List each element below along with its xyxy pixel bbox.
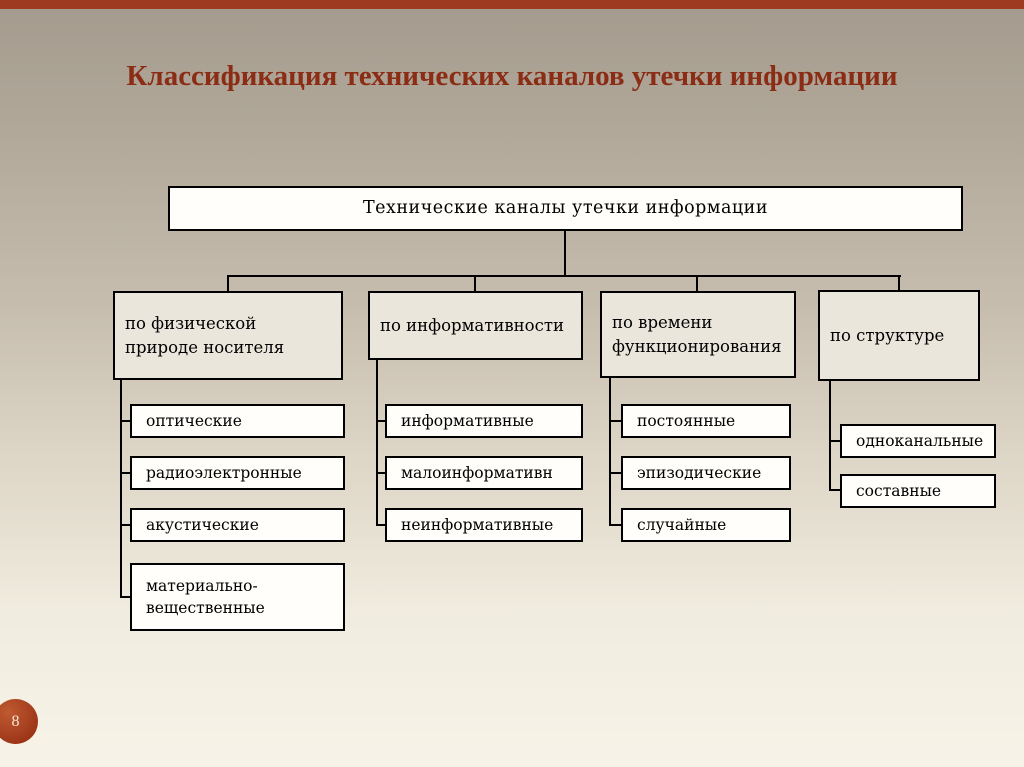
- category-informativeness: по информативности: [368, 291, 583, 360]
- connector-line: [376, 524, 385, 526]
- node-non-informative: неинформативные: [385, 508, 583, 542]
- connector-line: [227, 275, 901, 277]
- node-permanent: постоянные: [621, 404, 791, 438]
- page-number: 8: [11, 712, 20, 730]
- connector-line: [609, 472, 621, 474]
- connector-line: [376, 472, 385, 474]
- category-structure: по структуре: [818, 290, 980, 381]
- connector-line: [227, 275, 229, 292]
- node-composite: составные: [840, 474, 996, 508]
- connector-line: [609, 378, 611, 526]
- node-single-channel: одноканальные: [840, 424, 996, 458]
- node-informative: информативные: [385, 404, 583, 438]
- connector-line: [376, 420, 385, 422]
- node-acoustic: акустические: [130, 508, 345, 542]
- slide-title: Классификация технических каналов утечки…: [126, 60, 898, 92]
- node-random: случайные: [621, 508, 791, 542]
- connector-line: [564, 231, 566, 276]
- node-radio-electronic: радиоэлектронные: [130, 456, 345, 490]
- connector-line: [376, 360, 378, 526]
- node-low-informative: малоинформативн: [385, 456, 583, 490]
- category-operation-time: по времени функционирования: [600, 291, 796, 378]
- connector-line: [609, 420, 621, 422]
- connector-line: [829, 440, 840, 442]
- connector-line: [120, 380, 122, 598]
- node-optical: оптические: [130, 404, 345, 438]
- node-material: материально-вещественные: [130, 563, 345, 631]
- connector-line: [120, 596, 130, 598]
- accent-top-bar: [0, 0, 1024, 9]
- connector-line: [829, 381, 831, 491]
- connector-line: [696, 275, 698, 292]
- node-episodic: эпизодические: [621, 456, 791, 490]
- connector-line: [120, 524, 130, 526]
- category-physical-nature: по физической природе носителя: [113, 291, 343, 380]
- connector-line: [829, 489, 840, 491]
- connector-line: [120, 472, 130, 474]
- root-box: Технические каналы утечки информации: [168, 186, 963, 231]
- connector-line: [898, 275, 900, 291]
- connector-line: [474, 275, 476, 292]
- page-number-badge: 8: [0, 699, 38, 744]
- connector-line: [120, 420, 130, 422]
- connector-line: [609, 524, 621, 526]
